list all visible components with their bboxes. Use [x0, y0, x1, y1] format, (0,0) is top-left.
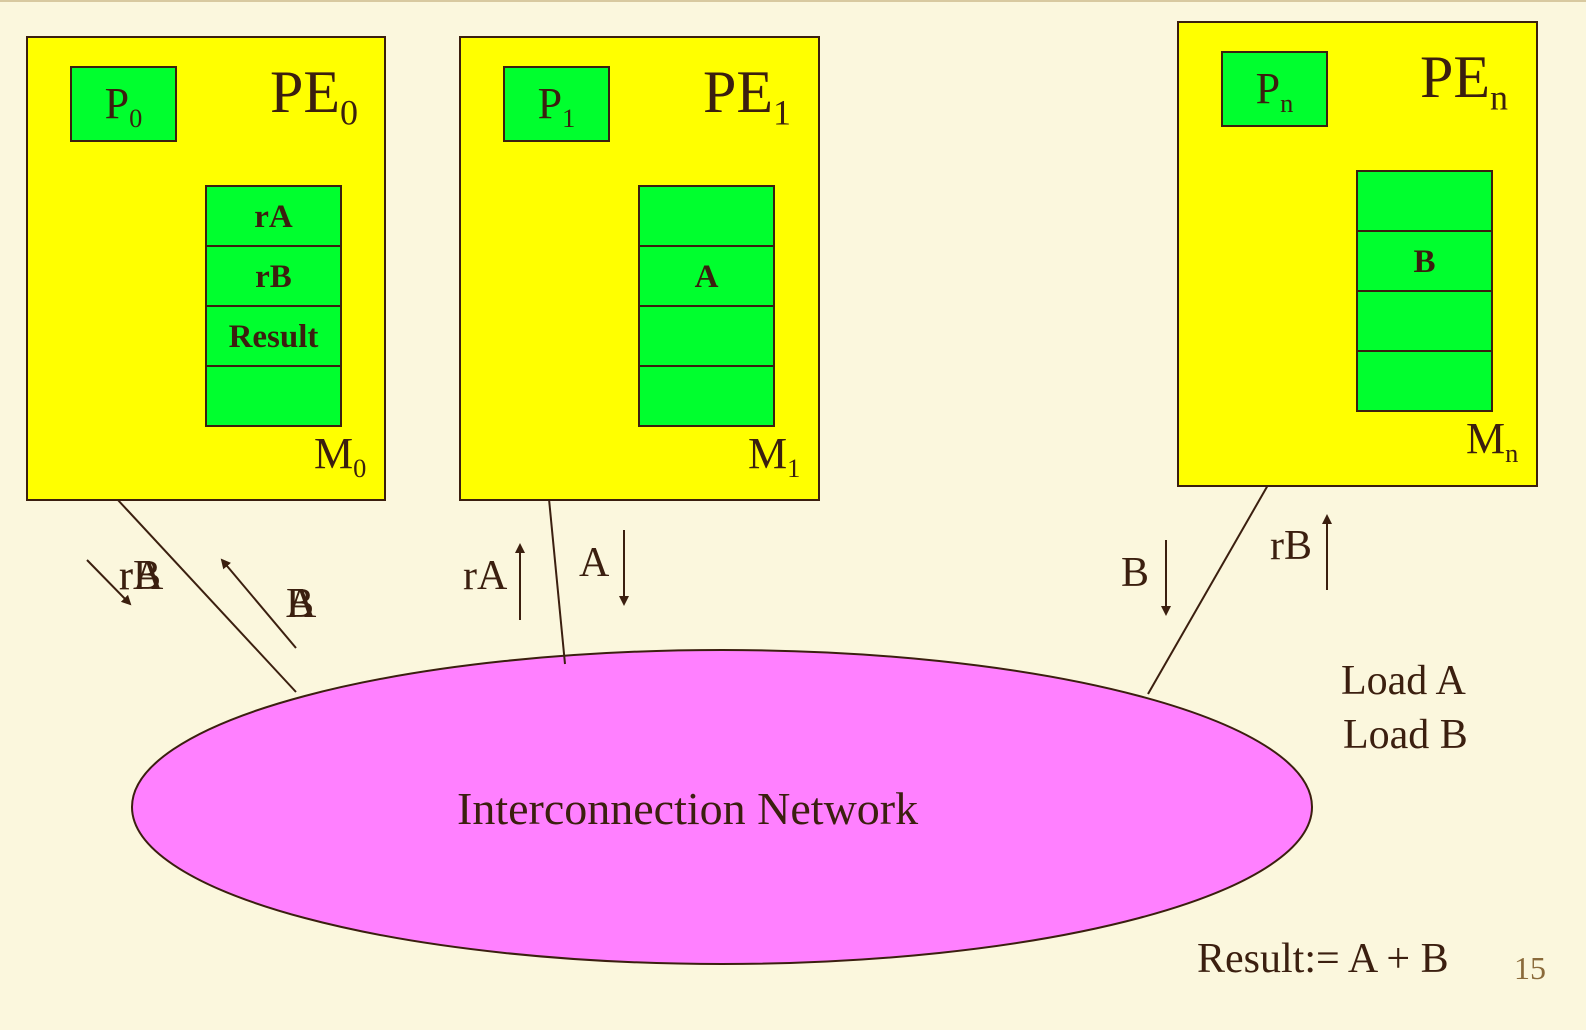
pe1-network-link — [548, 498, 566, 665]
pe1-memory-cell — [640, 307, 773, 367]
pen-network-link — [1147, 484, 1269, 695]
pe0-up-arrow — [220, 558, 297, 649]
pen-memory-cell — [1358, 292, 1491, 352]
pe0-down-arrow — [86, 559, 132, 606]
note-load-a: Load A — [1341, 658, 1466, 704]
pe1-memory-cell — [640, 187, 773, 247]
network-label: Interconnection Network — [457, 783, 919, 834]
page-number: 15 — [1514, 950, 1546, 986]
interconnection-network-ellipse — [131, 649, 1313, 965]
pe0-memory-cell: Result — [207, 307, 340, 367]
pe0-memory-cell: rB — [207, 247, 340, 307]
pen-up-label: rB — [1270, 523, 1312, 569]
pe1-processor: P1 — [503, 66, 610, 142]
pen-memory-cell — [1358, 172, 1491, 232]
pe0-down-label-ra: rA — [119, 553, 164, 599]
pen-memory-label: Mn — [1466, 414, 1519, 469]
pen-memory: B — [1356, 170, 1493, 412]
pe0-up-label-b: B — [286, 581, 315, 627]
pe0-down-label-rb: rB — [119, 553, 161, 599]
pe0-processor: P0 — [70, 66, 177, 142]
top-rule — [0, 0, 1586, 2]
pe1-title: PE1 — [703, 59, 792, 133]
pe1-memory: A — [638, 185, 775, 427]
pe0-up-label-a: A — [286, 581, 317, 627]
pe0-memory-label: M0 — [314, 429, 367, 484]
pe1-memory-label: M1 — [748, 429, 801, 484]
pe1-memory-cell — [640, 367, 773, 427]
pen-memory-cell: B — [1358, 232, 1491, 292]
pe0-title: PE0 — [270, 59, 359, 133]
pe0-network-link — [116, 498, 297, 693]
pe1-up-label: rA — [463, 553, 508, 599]
pe1-down-label: A — [579, 540, 610, 586]
note-load-b: Load B — [1343, 712, 1468, 758]
pe0-memory-cell — [207, 367, 340, 427]
pe1-memory-cell: A — [640, 247, 773, 307]
pe0-memory-cell: rA — [207, 187, 340, 247]
pe0-memory: rA rB Result — [205, 185, 342, 427]
pen-processor: Pn — [1221, 51, 1328, 127]
pen-memory-cell — [1358, 352, 1491, 412]
note-result: Result:= A + B — [1197, 936, 1449, 982]
pen-title: PEn — [1420, 44, 1509, 118]
pen-down-label: B — [1121, 550, 1150, 596]
